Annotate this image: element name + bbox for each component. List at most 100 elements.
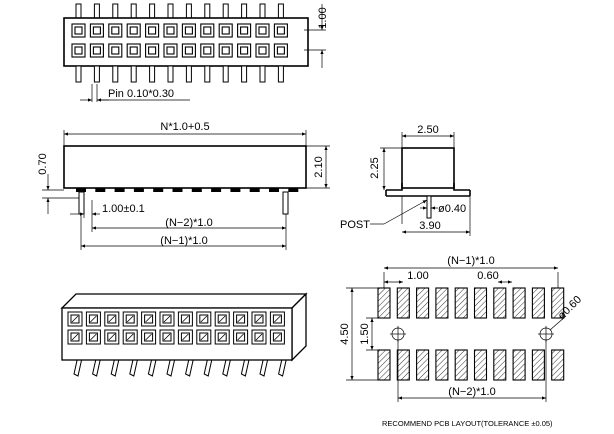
top-upper-pin	[204, 3, 211, 19]
side-height-dim: 2.25	[369, 157, 381, 178]
side-view: 2.50 2.25 POST ø0.40 3.90	[340, 124, 471, 236]
top-upper-pin	[241, 3, 248, 19]
top-upper-pin	[75, 3, 82, 19]
pcb-pad-top	[396, 287, 410, 319]
pcb-pad-top	[531, 287, 545, 319]
front-contact-stub	[230, 188, 241, 192]
top-lower-pin	[112, 65, 119, 83]
isometric-contact-mark	[163, 315, 171, 323]
isometric-contact-mark	[71, 333, 79, 341]
top-view-upper-pins	[75, 3, 284, 19]
isometric-contact-mark	[255, 333, 263, 341]
pcb-top-dim: (N−1)*1.0	[447, 255, 494, 267]
front-view-body	[63, 145, 307, 189]
top-view-lower-pins	[75, 65, 284, 83]
isometric-contact-mark	[274, 333, 281, 341]
top-contact-hole	[258, 26, 267, 35]
pcb-pad-bottom	[435, 349, 449, 381]
top-contact-hole	[111, 26, 120, 35]
height-dim: 2.10	[313, 156, 325, 177]
front-contact-stub	[288, 188, 299, 192]
pcb-pads	[377, 287, 565, 381]
isometric-contact-mark	[90, 333, 97, 341]
top-contact-hole	[240, 26, 249, 35]
top-contact-hole	[184, 26, 193, 35]
top-contact-hole	[92, 26, 101, 35]
front-view-contact-stubs	[76, 188, 299, 192]
top-lower-pin	[204, 65, 211, 83]
front-contact-stub	[114, 188, 125, 192]
isometric-view	[60, 292, 308, 377]
offset-dim: 0.70	[37, 153, 49, 174]
top-lower-pin	[130, 65, 137, 83]
n-minus-1-dim: (N−1)*1.0	[160, 235, 207, 247]
pcb-pitch-dim: 1.00	[407, 270, 428, 282]
post-label: POST	[340, 219, 370, 231]
top-contact-hole	[129, 26, 138, 35]
pcb-pad-top	[473, 287, 488, 319]
pcb-pad-top	[416, 287, 430, 319]
side-foot-dim: 3.90	[419, 220, 440, 232]
top-upper-pin	[130, 3, 137, 19]
top-upper-pin	[112, 3, 119, 19]
top-lower-pin	[185, 65, 192, 83]
pcb-pad-top	[454, 287, 468, 319]
isometric-contact-mark	[163, 333, 171, 341]
pcb-pad-bottom	[454, 349, 468, 381]
front-contact-stub	[191, 188, 202, 192]
top-view-contact-cells	[71, 23, 288, 58]
pcb-bottom-dim: (N−2)*1.0	[448, 386, 495, 398]
post-diameter-dim: ø0.40	[438, 203, 466, 215]
isometric-contact-mark	[108, 315, 116, 323]
front-contact-stub	[211, 188, 222, 192]
top-contact-hole	[240, 46, 249, 55]
top-pitch-dim: 1.00	[317, 7, 329, 28]
isometric-contact-mark	[126, 333, 134, 341]
top-view: 1.00 Pin 0.10*0.30	[63, 3, 329, 102]
pcb-pad-width-dim: 0.60	[477, 270, 498, 282]
front-pitch-dim: 1.00±0.1	[102, 203, 145, 215]
isometric-top-face	[60, 293, 308, 309]
top-lower-pin	[241, 65, 248, 83]
top-upper-pin	[149, 3, 156, 19]
isometric-contact-mark	[71, 315, 79, 323]
top-contact-hole	[221, 46, 230, 55]
front-contact-stub	[269, 188, 279, 192]
pcb-pad-bottom	[396, 349, 410, 381]
top-contact-hole	[129, 46, 138, 55]
pcb-layout: (N−1)*1.0 1.00 0.60 ø0.60 4.50 1.50 (N−2…	[339, 255, 584, 428]
isometric-contact-mark	[218, 315, 226, 323]
isometric-contact-mark	[218, 333, 226, 341]
top-upper-pin	[259, 3, 266, 19]
isometric-contact-mark	[90, 315, 97, 323]
front-contact-stub	[95, 188, 106, 192]
front-contact-stub	[76, 188, 86, 192]
pcb-caption: RECOMMEND PCB LAYOUT(TOLERANCE ±0.05)	[382, 419, 553, 428]
side-view-body	[401, 147, 455, 189]
top-upper-pin	[185, 3, 192, 19]
overall-length-dim: N*1.0+0.5	[160, 121, 209, 133]
side-post	[426, 195, 432, 219]
isometric-contact-mark	[274, 315, 281, 323]
front-contact-stub	[172, 188, 183, 192]
top-contact-hole	[148, 26, 157, 35]
top-contact-hole	[203, 26, 212, 35]
top-contact-hole	[221, 26, 230, 35]
top-contact-hole	[92, 46, 101, 55]
top-upper-pin	[167, 3, 174, 19]
side-width-dim: 2.50	[417, 124, 438, 136]
top-upper-pin	[222, 3, 229, 19]
isometric-contact-mark	[145, 315, 152, 323]
pin-size-dim: Pin 0.10*0.30	[108, 88, 174, 100]
isometric-contact-mark	[145, 333, 152, 341]
pcb-pad-top	[512, 287, 526, 319]
top-contact-hole	[166, 26, 175, 35]
isometric-contact-mark	[237, 333, 244, 341]
pcb-height-dim: 4.50	[339, 323, 351, 344]
top-contact-hole	[166, 46, 175, 55]
isometric-contact-mark	[182, 315, 189, 323]
isometric-contact-mark	[237, 315, 244, 323]
n-minus-2-dim: (N−2)*1.0	[165, 217, 212, 229]
pcb-pad-bottom	[531, 349, 545, 381]
